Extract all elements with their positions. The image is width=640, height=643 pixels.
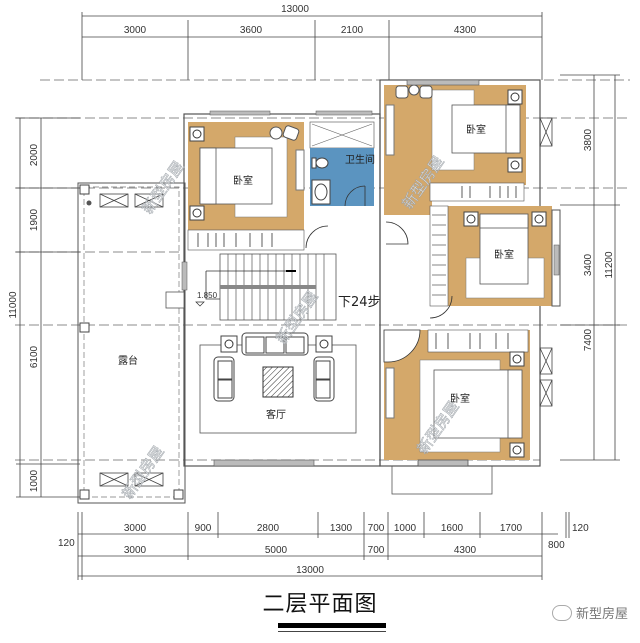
window — [181, 261, 188, 291]
room-label-bedroom-nw: 卧室 — [233, 174, 253, 187]
bedroom-se — [383, 329, 530, 460]
dim-top-seg-3: 2100 — [341, 25, 364, 36]
wechat-icon — [551, 604, 572, 621]
dim-bottom-r2-1: 3000 — [124, 545, 147, 556]
bathroom — [309, 121, 375, 207]
dim-left-seg-1: 2000 — [29, 143, 40, 166]
dim-right-seg-1: 3800 — [583, 128, 594, 151]
bedroom-nw — [187, 122, 305, 251]
watermark: 新型房屋 — [119, 443, 168, 502]
door-swing — [305, 225, 329, 249]
dim-bottom-r1-7: 1600 — [441, 523, 464, 534]
top-dimensions — [81, 12, 543, 80]
dim-bottom-right-offset: 800 — [548, 540, 565, 551]
bay-window — [391, 459, 493, 495]
dim-bottom-r1-5: 700 — [368, 523, 385, 534]
window — [315, 110, 373, 116]
plan-title: 二层平面图 — [262, 592, 378, 617]
watermark: 新型房屋 — [139, 158, 188, 217]
terrace — [77, 182, 186, 504]
door-swing — [429, 295, 453, 319]
ac-units-ne — [539, 117, 553, 147]
window — [209, 110, 271, 116]
dim-bottom-r1-6: 1000 — [394, 523, 417, 534]
right-dimensions — [560, 74, 620, 461]
room-label-bedroom-ne: 卧室 — [466, 123, 486, 136]
title-underline-thin — [278, 631, 386, 632]
room-label-terrace: 露台 — [118, 354, 138, 367]
dim-left-seg-2: 1900 — [29, 208, 40, 231]
brand-name: 新型房屋 — [575, 607, 628, 622]
dim-left-total: 11000 — [8, 291, 19, 319]
brand-mark: 新型房屋 — [551, 603, 628, 622]
room-label-bedroom-se: 卧室 — [450, 392, 470, 405]
dim-top-total: 13000 — [281, 4, 309, 15]
ac-units-se — [539, 347, 553, 407]
room-label-bedroom-e: 卧室 — [494, 248, 514, 261]
dim-bottom-r1-8: 1700 — [500, 523, 523, 534]
title-underline-thick — [278, 623, 386, 628]
dim-bottom-r1-9: 120 — [572, 523, 589, 534]
staircase — [205, 253, 337, 321]
dim-left-seg-3: 6100 — [29, 345, 40, 368]
dim-bottom-r1-4: 1300 — [330, 523, 353, 534]
dim-right-seg-2: 3400 — [583, 253, 594, 276]
living-room — [199, 332, 357, 467]
dim-right-total: 11200 — [604, 251, 615, 279]
dim-bottom-r1-1: 3000 — [124, 523, 147, 534]
door-swing — [385, 221, 409, 245]
dim-bottom-r2-3: 700 — [368, 545, 385, 556]
elevation-marker-icon — [195, 301, 205, 307]
window — [406, 79, 480, 86]
bottom-dimensions — [77, 512, 570, 580]
dim-bottom-left-offset: 120 — [58, 538, 75, 549]
dim-bottom-r2-4: 4300 — [454, 545, 477, 556]
room-label-bathroom: 卫生间 — [345, 153, 375, 166]
dim-bottom-r1-3: 2800 — [257, 523, 280, 534]
dim-right-seg-3: 7400 — [583, 328, 594, 351]
pillar — [165, 291, 185, 309]
dim-top-seg-4: 4300 — [454, 25, 477, 36]
dim-left-seg-4: 1000 — [29, 469, 40, 492]
dim-bottom-r1-2: 900 — [195, 523, 212, 534]
dim-top-seg-1: 3000 — [124, 25, 147, 36]
bedroom-e — [429, 205, 561, 307]
room-label-living-room: 客厅 — [266, 408, 286, 421]
dim-bottom-r2-2: 5000 — [265, 545, 288, 556]
dim-bottom-total: 13000 — [296, 565, 324, 576]
stair-elevation: 1.850 — [197, 291, 218, 300]
left-dimensions — [16, 117, 80, 498]
bedroom-ne — [384, 84, 526, 215]
stair-direction-label: 下24步 — [338, 295, 381, 310]
dim-top-seg-2: 3600 — [240, 25, 263, 36]
